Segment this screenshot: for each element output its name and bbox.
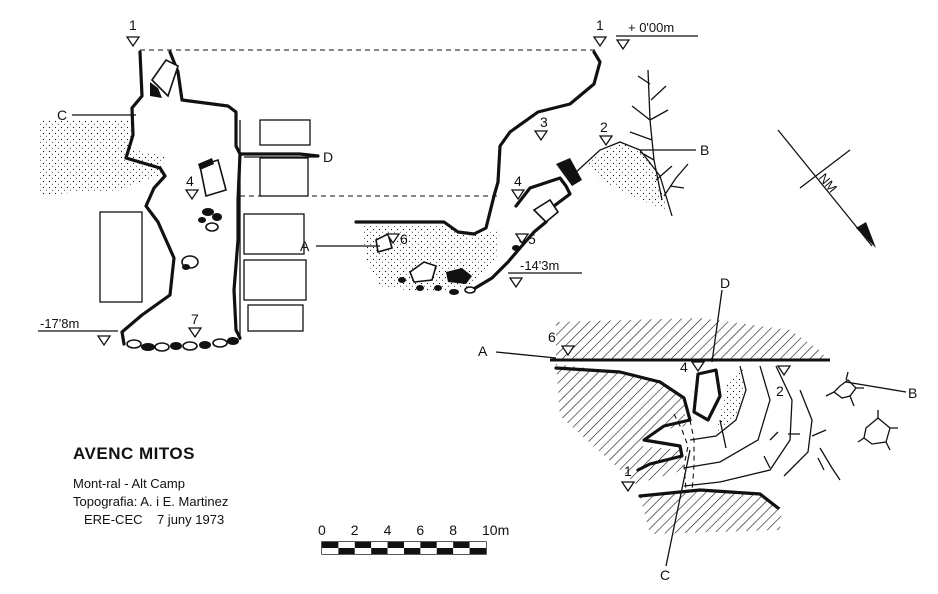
station-3-marker xyxy=(533,130,549,142)
station-5-marker xyxy=(514,233,530,245)
scale-tick-label: 4 xyxy=(384,522,392,538)
scale-cell-bottom xyxy=(387,548,404,554)
station-4-plan-label: 4 xyxy=(680,359,688,375)
section-label-d: D xyxy=(323,149,333,165)
shrub-icon xyxy=(825,371,864,407)
chamber-boulders xyxy=(375,158,582,295)
section-label-c: C xyxy=(57,107,67,123)
station-4-left-marker xyxy=(184,189,200,201)
shaft-wall-left xyxy=(120,50,176,346)
station-6-profile-label: 6 xyxy=(400,231,408,247)
depth-bottom: -17'8m xyxy=(40,316,79,331)
station-1-right-marker xyxy=(592,36,608,48)
station-4-right-marker xyxy=(510,189,526,201)
survey-date: 7 juny 1973 xyxy=(156,512,225,527)
station-4-left-label: 4 xyxy=(186,173,194,189)
scale-cell-top xyxy=(387,542,404,548)
station-2-plan-marker xyxy=(776,365,792,377)
scale-cell-top xyxy=(469,542,486,548)
station-4-right-label: 4 xyxy=(514,173,522,189)
section-label-d-plan: D xyxy=(720,275,730,291)
scale-cell-bottom xyxy=(469,548,486,554)
scale-bar: 0 2 4 6 8 10m xyxy=(318,522,509,555)
station-1-left-label: 1 xyxy=(129,17,137,33)
section-label-b-profile: B xyxy=(700,142,709,158)
station-1-right-label: 1 xyxy=(596,17,604,33)
station-4-plan-marker xyxy=(690,361,706,373)
plan-view: A B D C 6 4 2 1 xyxy=(478,275,917,583)
scale-tick-label: 10m xyxy=(482,522,509,538)
depth-mid-marker xyxy=(508,277,524,289)
survey-group-date: ERE-CEC 7 juny 1973 xyxy=(73,511,228,529)
scale-cell-top xyxy=(371,542,388,548)
scale-cell-bottom xyxy=(420,548,437,554)
station-6-plan-marker xyxy=(560,345,576,357)
scale-cell-top xyxy=(436,542,454,548)
depth-bottom-marker xyxy=(96,335,112,347)
profile-right-wall xyxy=(354,50,602,236)
scale-cell-top xyxy=(338,542,355,548)
scale-cell-top xyxy=(354,542,372,548)
scale-cell-bottom xyxy=(354,548,372,554)
scale-cell-bottom xyxy=(371,548,388,554)
section-label-a-profile: A xyxy=(300,238,310,254)
shaft-wall-right xyxy=(168,50,320,340)
station-2-plan-label: 2 xyxy=(776,383,784,399)
scale-cell-top xyxy=(453,542,470,548)
chokestones xyxy=(150,58,227,270)
station-1-plan-label: 1 xyxy=(624,463,632,479)
depth-surface: + 0'00m xyxy=(628,20,674,35)
plan-contours xyxy=(683,365,841,487)
scale-cell-bottom xyxy=(453,548,470,554)
section-label-b-plan: B xyxy=(908,385,917,401)
scale-cell-bottom xyxy=(436,548,454,554)
station-1-plan-marker xyxy=(620,481,636,493)
station-2-marker xyxy=(598,135,614,147)
scale-cell-top xyxy=(404,542,421,548)
scale-cell-bottom xyxy=(322,548,339,554)
cave-title: AVENC MITOS xyxy=(73,444,195,463)
north-arrow: NM xyxy=(777,129,876,248)
scale-tick-label: 6 xyxy=(416,522,424,538)
profile-section: C D 1 4 7 -17'8m xyxy=(38,17,595,352)
scale-cell-top xyxy=(420,542,437,548)
section-label-c-plan: C xyxy=(660,567,670,583)
bush-icon xyxy=(857,410,898,451)
station-6-profile-marker xyxy=(385,233,401,245)
scale-cell-bottom xyxy=(404,548,421,554)
floor-boulders-left xyxy=(126,337,239,352)
scale-tick-label: 2 xyxy=(351,522,359,538)
plan-wall-lower xyxy=(554,366,780,510)
location-text: Mont-ral - Alt Camp xyxy=(73,476,185,491)
station-7-label: 7 xyxy=(191,311,199,327)
station-6-plan-label: 6 xyxy=(548,329,556,345)
station-7-marker xyxy=(187,327,203,339)
section-label-a-plan: A xyxy=(478,343,488,359)
scale-tick-label: 0 xyxy=(318,522,326,538)
station-1-left-marker xyxy=(125,36,141,48)
scale-cell-top xyxy=(322,542,339,548)
survey-credit: Topografia: A. i E. Martinez xyxy=(73,494,229,509)
survey-group: ERE-CEC xyxy=(84,512,143,527)
scale-tick-label: 8 xyxy=(449,522,457,538)
station-3-label: 3 xyxy=(540,114,548,130)
station-2-label: 2 xyxy=(600,119,608,135)
depth-surface-marker xyxy=(615,39,631,51)
title-block: AVENC MITOS Mont-ral - Alt Camp Topograf… xyxy=(73,444,228,529)
depth-mid: -14'3m xyxy=(520,258,559,273)
station-5-label: 5 xyxy=(528,231,536,247)
profile-right: + 0'00m 1 xyxy=(300,17,709,295)
tree-icon xyxy=(629,69,689,201)
scale-cell-bottom xyxy=(338,548,355,554)
